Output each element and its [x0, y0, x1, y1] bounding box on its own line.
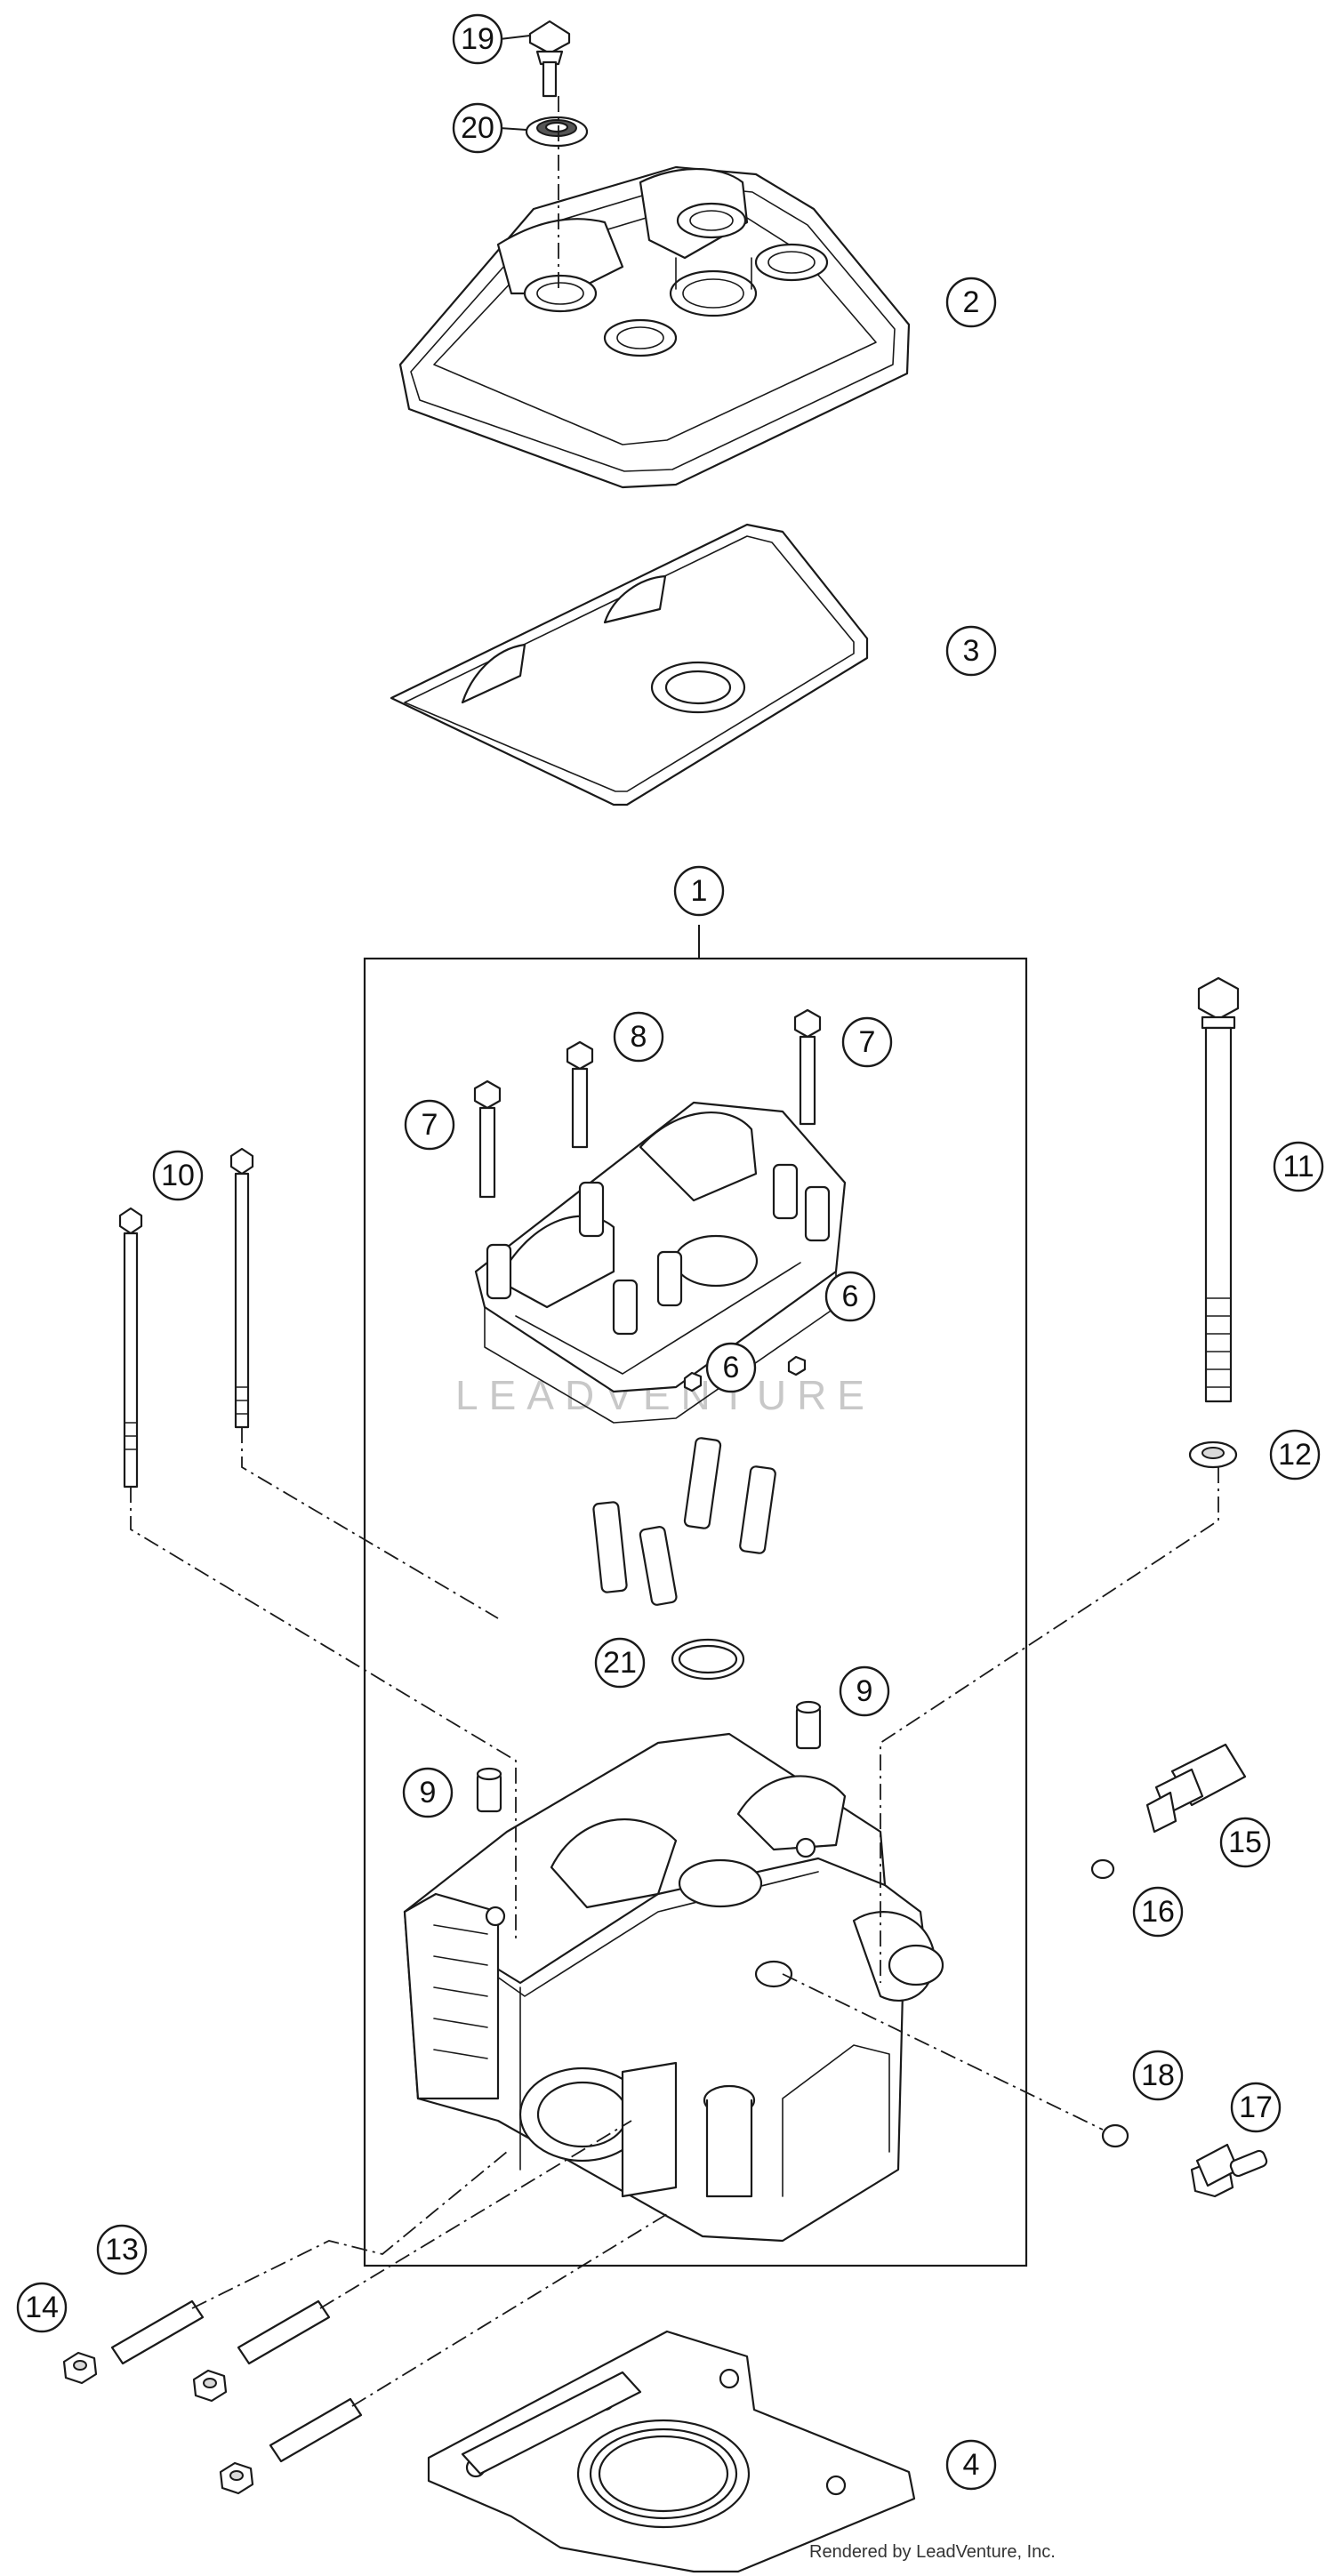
part-19-screw [528, 20, 571, 98]
svg-text:20: 20 [461, 111, 494, 145]
part-21-o-ring [671, 1638, 745, 1681]
part-4-head-gasket [427, 2330, 916, 2573]
part-17-temp-sensor [1190, 2143, 1268, 2198]
part-9-dowel-right [795, 1700, 822, 1750]
callout-14: 14 [16, 2282, 68, 2333]
camshaft-carrier [474, 1101, 847, 1424]
leader-bolt-10-right [241, 1427, 499, 1619]
callout-4: 4 [945, 2439, 997, 2491]
svg-text:6: 6 [842, 1280, 859, 1313]
callout-18: 18 [1132, 2050, 1184, 2101]
part-6-plug-upper [787, 1355, 807, 1376]
callout-20: 20 [452, 102, 503, 154]
svg-text:7: 7 [859, 1025, 876, 1059]
svg-text:10: 10 [161, 1159, 195, 1192]
svg-text:15: 15 [1228, 1826, 1262, 1859]
callout-13: 13 [96, 2224, 148, 2275]
part-16-o-ring [1090, 1858, 1115, 1880]
callout-10: 10 [152, 1150, 204, 1201]
svg-text:11: 11 [1282, 1150, 1314, 1184]
credit-text: Rendered by LeadVenture, Inc. [809, 2542, 1056, 2562]
part-18-washer [1101, 2123, 1129, 2148]
svg-text:19: 19 [461, 22, 494, 56]
part-8-bolt [566, 1040, 594, 1149]
part-14-nut-1 [62, 2351, 98, 2385]
part-12-washer [1188, 1440, 1238, 1469]
part-1-assembly-frame [363, 957, 1028, 2267]
svg-text:4: 4 [963, 2448, 980, 2482]
callout-17: 17 [1230, 2082, 1282, 2133]
part-7-bolt-left [473, 1079, 502, 1199]
callout-9-left: 9 [402, 1767, 454, 1818]
svg-text:9: 9 [420, 1776, 437, 1810]
valve-guides [592, 1437, 776, 1606]
callout-7-left: 7 [404, 1099, 455, 1151]
callout-16: 16 [1132, 1886, 1184, 1938]
callout-21: 21 [594, 1637, 646, 1689]
part-7-bolt-right [793, 1008, 822, 1126]
svg-text:21: 21 [603, 1646, 637, 1680]
leader-bolt-10-left [130, 1487, 517, 1938]
callout-3: 3 [945, 625, 997, 677]
part-15-sensor [1145, 1743, 1247, 1834]
svg-text:8: 8 [631, 1020, 647, 1054]
callout-6-upper: 6 [824, 1271, 876, 1322]
svg-text:9: 9 [856, 1674, 873, 1708]
part-6-plug-lower [683, 1371, 703, 1392]
callout-12: 12 [1269, 1429, 1321, 1481]
cylinder-head [403, 1732, 944, 2243]
leader-stud-13-2 [319, 2120, 632, 2309]
part-14-nut-2 [192, 2369, 228, 2403]
part-13-stud-2 [237, 2299, 331, 2365]
part-9-dowel-left [476, 1767, 502, 1813]
callout-19: 19 [452, 13, 503, 65]
part-13-stud-1 [110, 2299, 205, 2365]
part-10-bolt-left [118, 1207, 143, 1489]
callout-1: 1 [673, 865, 725, 917]
callout-2: 2 [945, 277, 997, 328]
callout-6-lower: 6 [705, 1342, 757, 1393]
part-20-seal-ring [525, 116, 589, 148]
svg-text:14: 14 [25, 2291, 59, 2324]
svg-text:6: 6 [723, 1351, 740, 1384]
part-13-stud-3 [269, 2397, 363, 2463]
callout-9-right: 9 [839, 1665, 890, 1717]
leader-stud-13-3 [351, 2213, 668, 2407]
part-2-valve-cover [398, 165, 911, 489]
callout-7-right: 7 [841, 1016, 893, 1068]
svg-text:3: 3 [963, 634, 980, 668]
callout-15: 15 [1219, 1817, 1271, 1868]
svg-text:12: 12 [1278, 1438, 1312, 1472]
part-10-bolt-right [229, 1147, 254, 1429]
leader-sensor-17 [782, 1973, 1104, 2131]
svg-text:18: 18 [1141, 2058, 1175, 2092]
part-3-valve-cover-gasket [390, 523, 869, 807]
svg-text:1: 1 [691, 874, 708, 908]
part-14-nut-3 [219, 2461, 254, 2495]
svg-text:16: 16 [1141, 1895, 1175, 1929]
svg-text:2: 2 [963, 285, 980, 319]
leader-stud-13-1 [191, 2151, 508, 2309]
callout-8: 8 [613, 1011, 664, 1063]
callout-11: 11 [1273, 1141, 1324, 1192]
svg-text:13: 13 [105, 2233, 139, 2267]
part-11-bolt [1197, 976, 1240, 1403]
svg-text:7: 7 [422, 1108, 438, 1142]
svg-text:17: 17 [1239, 2090, 1273, 2124]
